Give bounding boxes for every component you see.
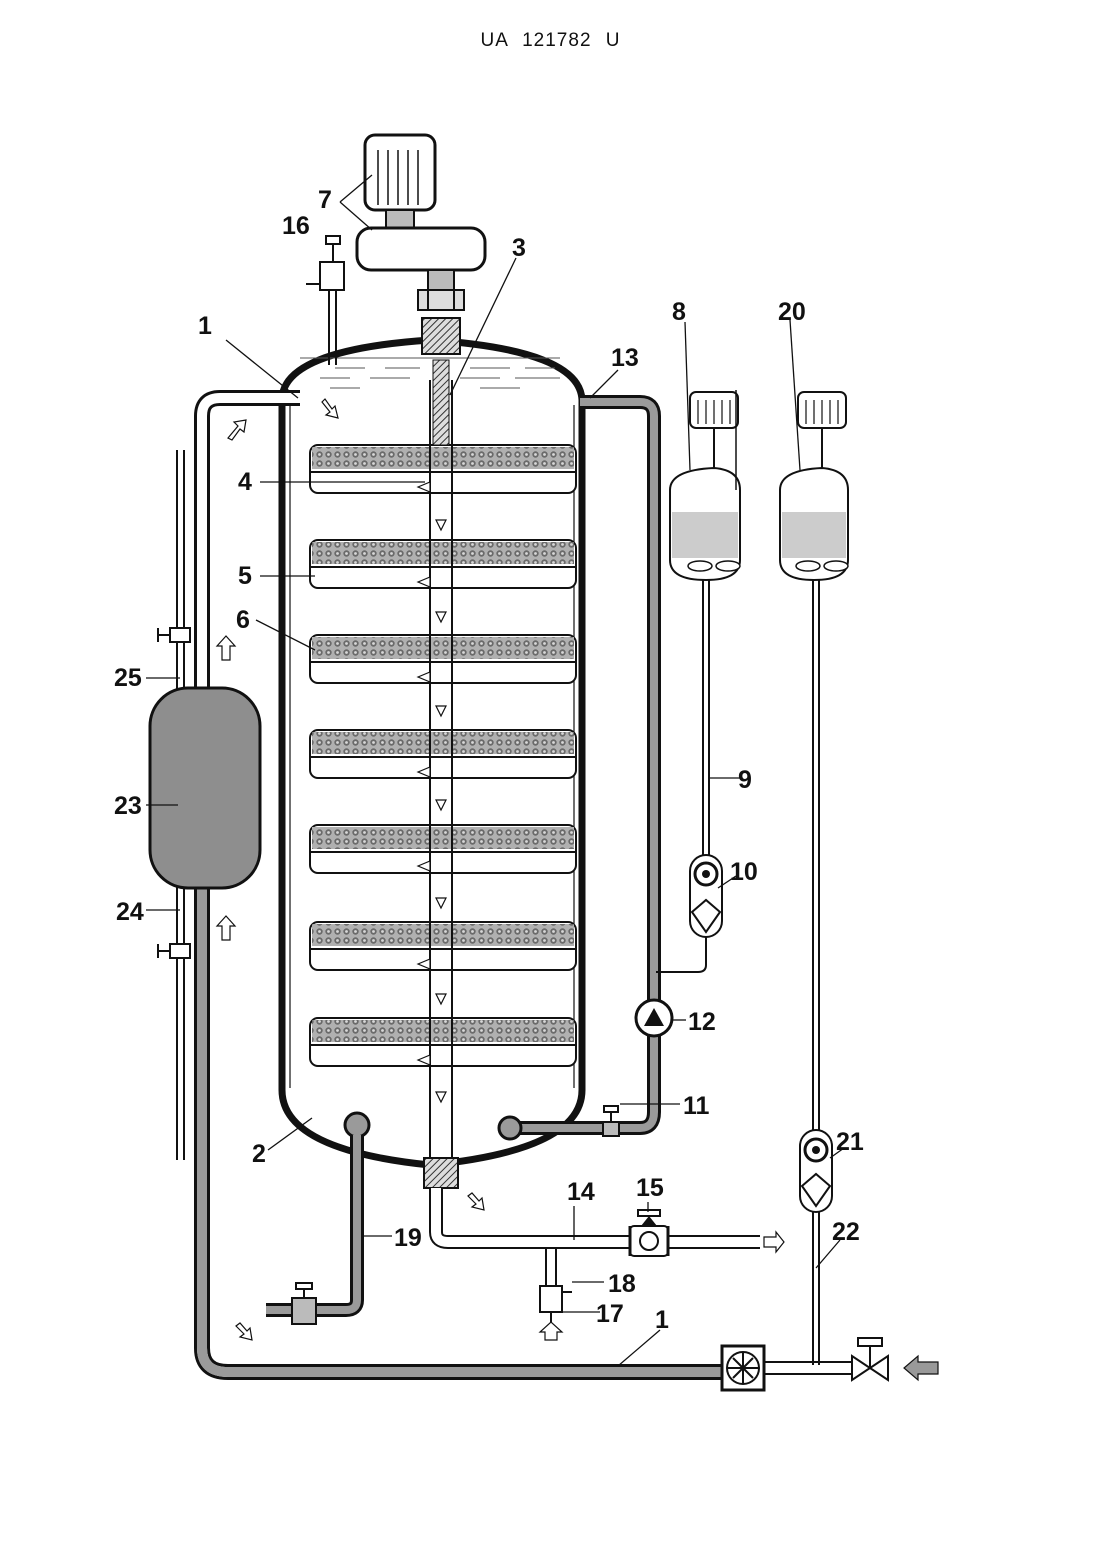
label-12: 12 — [688, 1008, 716, 1036]
tray — [310, 540, 576, 588]
tray — [310, 635, 576, 683]
label-14: 14 — [567, 1178, 595, 1206]
tray — [310, 922, 576, 970]
label-8: 8 — [672, 298, 686, 326]
label-19: 19 — [394, 1224, 422, 1252]
blower — [722, 1346, 764, 1390]
label-3: 3 — [512, 234, 526, 262]
valve-16 — [306, 236, 344, 365]
label-22: 22 — [832, 1218, 860, 1246]
tray — [310, 730, 576, 778]
label-25: 25 — [114, 664, 142, 692]
label-17: 17 — [596, 1300, 624, 1328]
label-15: 15 — [636, 1174, 664, 1202]
pump-12 — [636, 1000, 672, 1036]
label-4: 4 — [238, 468, 252, 496]
valve-24 — [158, 944, 190, 958]
drain-line-19 — [266, 1113, 369, 1324]
tray — [310, 1018, 576, 1066]
air-inlet — [764, 1338, 938, 1380]
label-21: 21 — [836, 1128, 864, 1156]
label-6: 6 — [236, 606, 250, 634]
label-7: 7 — [318, 186, 332, 214]
valve-25 — [158, 628, 190, 642]
drive-motor — [357, 135, 485, 290]
label-10: 10 — [730, 858, 758, 886]
label-13: 13 — [611, 344, 639, 372]
label-1-bottom: 1 — [655, 1306, 669, 1334]
flow-meter-10 — [656, 855, 722, 972]
tray — [310, 445, 576, 493]
valve-11 — [603, 1106, 619, 1136]
dosing-tank-20 — [780, 392, 848, 1130]
label-11: 11 — [683, 1092, 710, 1120]
tray — [310, 825, 576, 873]
label-2: 2 — [252, 1140, 266, 1168]
label-16: 16 — [282, 212, 310, 240]
label-23: 23 — [114, 792, 142, 820]
label-1-top: 1 — [198, 312, 212, 340]
flow-meter-21 — [800, 1130, 832, 1365]
dosing-tank-8 — [670, 390, 740, 855]
label-18: 18 — [608, 1270, 636, 1298]
label-20: 20 — [778, 298, 806, 326]
label-24: 24 — [116, 898, 144, 926]
label-9: 9 — [738, 766, 752, 794]
label-5: 5 — [238, 562, 252, 590]
